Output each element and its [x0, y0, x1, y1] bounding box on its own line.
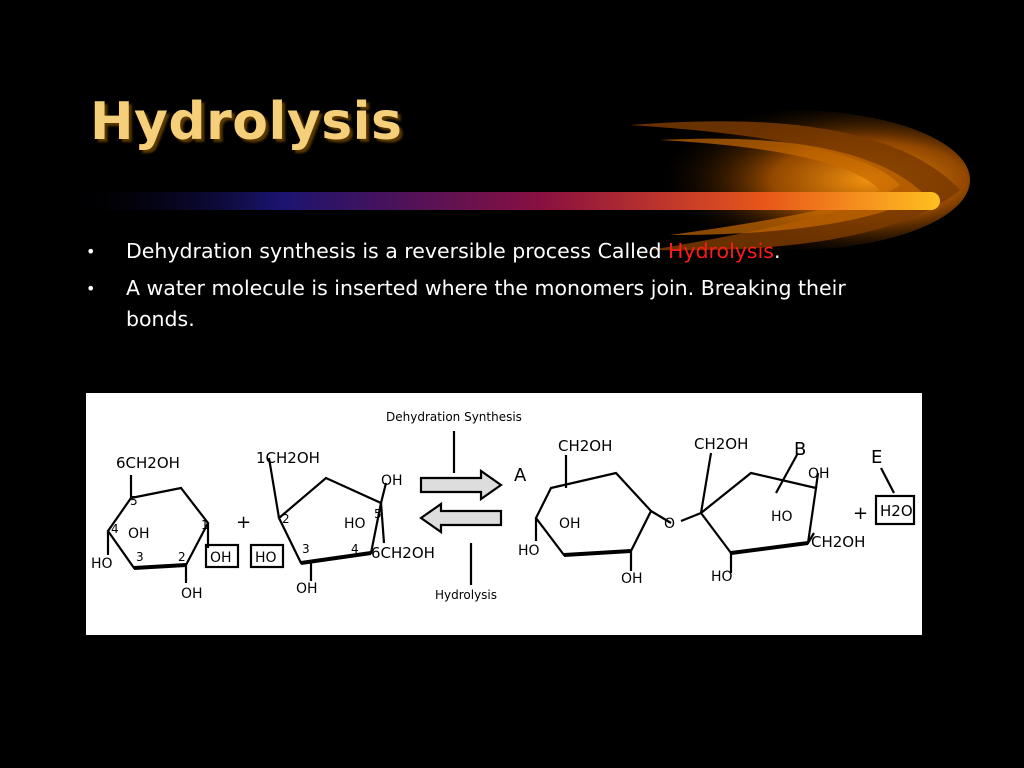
glucose-num-4: 4: [111, 522, 119, 536]
glucose-num-2: 2: [178, 550, 186, 564]
bullet-text-end: .: [773, 239, 781, 263]
sucrose-oh-2: OH: [621, 571, 643, 587]
bullet-item: • A water molecule is inserted where the…: [86, 273, 916, 335]
sucrose-ch2oh-2: CH2OH: [694, 435, 748, 453]
hydrolysis-label: Hydrolysis: [435, 588, 497, 602]
fructose-oh-bottom: OH: [296, 581, 318, 597]
sucrose-ho-1: HO: [518, 543, 540, 559]
bullet-marker: •: [86, 242, 96, 261]
fructose-ring: [277, 476, 383, 565]
bullet-list: • Dehydration synthesis is a reversible …: [86, 236, 916, 341]
glucose-ring: [106, 486, 210, 570]
bullet-item: • Dehydration synthesis is a reversible …: [86, 236, 916, 267]
glucose-ch2oh: 6CH2OH: [116, 454, 180, 472]
sucrose-oh-1: OH: [559, 516, 581, 532]
forward-arrow-icon: [419, 468, 503, 502]
label-b: B: [794, 439, 806, 460]
sucrose-oh-3: OH: [808, 466, 830, 482]
fructose-oh-top: OH: [381, 473, 403, 489]
hydrolysis-diagram: Dehydration Synthesis Hydrolysis 6CH2OH …: [86, 393, 922, 635]
sucrose-ch2oh-3: CH2OH: [811, 533, 865, 551]
sucrose-glucose-ring: [534, 471, 653, 557]
glucose-num-3: 3: [136, 550, 144, 564]
sucrose-ho-2: HO: [771, 509, 793, 525]
plus-sign-2: +: [853, 503, 868, 524]
label-a: A: [514, 465, 527, 486]
water-formula: H2O: [880, 502, 913, 520]
glucose-num-5: 5: [130, 494, 138, 508]
bullet-text: Dehydration synthesis is a reversible pr…: [126, 239, 668, 263]
fructose-num-4: 4: [351, 542, 359, 556]
glucose-num-1: 1: [201, 518, 209, 532]
glucose-oh-boxed: OH: [210, 550, 232, 566]
glucose-oh: OH: [128, 526, 150, 542]
fructose-ho-boxed: HO: [255, 550, 277, 566]
glucose-oh-bottom: OH: [181, 586, 203, 602]
glucose-ho: HO: [91, 556, 113, 572]
fructose-num-5: 5: [374, 507, 382, 521]
fructose-ch2oh-top: 1CH2OH: [256, 449, 320, 467]
fructose-ho-inner: HO: [344, 516, 366, 532]
title-swoosh-decoration: [60, 110, 970, 251]
sucrose-bridge-o: O: [664, 516, 675, 532]
fructose-ch2oh-bottom: 6CH2OH: [371, 544, 435, 562]
water-box: [874, 494, 916, 526]
reaction-diagram-svg: Dehydration Synthesis Hydrolysis 6CH2OH …: [91, 410, 916, 602]
dehydration-synthesis-label: Dehydration Synthesis: [386, 410, 522, 424]
sucrose-ho-3: HO: [711, 569, 733, 585]
reverse-arrow-icon: [419, 501, 503, 535]
fructose-num-2: 2: [282, 512, 290, 526]
sucrose-fructose-ring: [699, 471, 818, 555]
plus-sign: +: [236, 512, 251, 533]
fructose-num-3: 3: [302, 542, 310, 556]
sucrose-ch2oh-1: CH2OH: [558, 437, 612, 455]
bullet-marker: •: [86, 279, 96, 298]
slide-title: Hydrolysis: [90, 92, 403, 152]
hydrolysis-highlight: Hydrolysis: [667, 239, 774, 263]
label-e: E: [871, 447, 882, 468]
bullet-text: A water molecule is inserted where the m…: [126, 276, 846, 331]
